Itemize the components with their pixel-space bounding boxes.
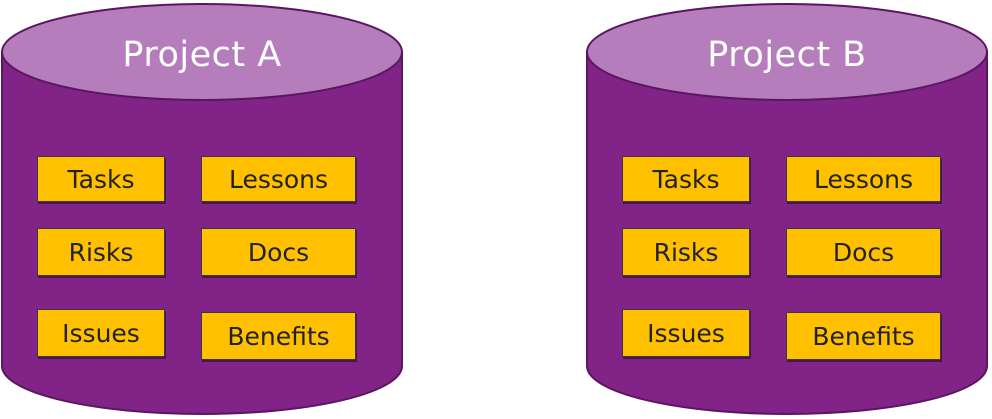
project-a-issues-box: Issues: [37, 309, 165, 357]
project-b-risks-box: Risks: [622, 228, 750, 276]
project-a-benefits-box: Benefits: [201, 312, 356, 360]
project-b-cylinder: Project B Tasks Lessons Risks Docs Issue…: [585, 0, 992, 419]
project-b-lessons-box: Lessons: [786, 156, 941, 202]
project-a-docs-box: Docs: [201, 228, 356, 276]
project-a-title: Project A: [122, 35, 282, 75]
project-a-tasks-box: Tasks: [37, 156, 165, 202]
project-b-benefits-box: Benefits: [786, 312, 941, 360]
project-a-cylinder: Project A Tasks Lessons Risks Docs Issue…: [0, 0, 410, 419]
project-b-issues-box: Issues: [622, 309, 750, 357]
project-b-tasks-box: Tasks: [622, 156, 750, 202]
project-b-title: Project B: [707, 35, 867, 75]
project-a-risks-box: Risks: [37, 228, 165, 276]
project-b-docs-box: Docs: [786, 228, 941, 276]
project-a-lessons-box: Lessons: [201, 156, 356, 202]
